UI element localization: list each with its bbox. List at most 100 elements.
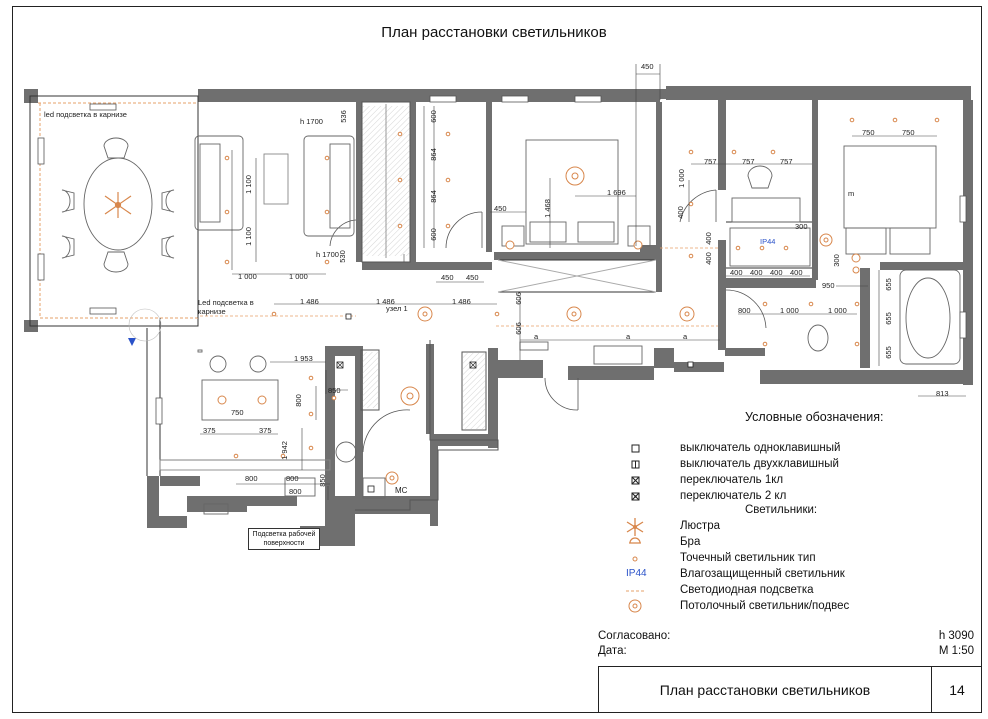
dim-606b: 606 — [513, 322, 523, 335]
ceiling-lights — [217, 166, 860, 485]
ceiling-light-legend-icon — [624, 598, 646, 614]
legend-heading: Условные обозначения: — [745, 410, 884, 424]
sheet-frame — [12, 6, 982, 713]
dim-a1: a — [534, 332, 539, 341]
dim-850a: 850 — [328, 386, 341, 395]
title-block-title: План расстановки светильников — [659, 682, 871, 698]
dim-400a: 400 — [675, 206, 685, 219]
dim-450c: 450 — [466, 273, 479, 282]
led-strip-legend-icon — [624, 584, 646, 598]
dim-a2: a — [626, 332, 631, 341]
dim-1486b: 1 486 — [376, 297, 395, 306]
height-label-b: h 1700 — [316, 250, 339, 259]
dim-1000d: 1 000 — [780, 306, 799, 315]
node-label: узел 1 — [386, 304, 408, 313]
toggle-2-icon — [624, 490, 646, 504]
legend-light-ceiling: Потолочный светильник/подвес — [680, 600, 850, 612]
dim-400f: 400 — [770, 268, 783, 277]
dim-655c: 655 — [883, 346, 893, 359]
hatched-zones — [362, 106, 485, 429]
dim-400d: 400 — [730, 268, 743, 277]
mc-label: МС — [395, 486, 408, 495]
north-marker-icon — [128, 338, 136, 346]
dim-606a: 606 — [513, 292, 523, 305]
dim-1100a: 1 100 — [243, 175, 253, 194]
dim-1000c: 1 000 — [676, 169, 686, 188]
dim-400b: 400 — [703, 232, 713, 245]
sconce-legend-icon — [624, 536, 646, 550]
dim-800b: 800 — [293, 394, 303, 407]
dim-1468: 1 468 — [542, 199, 552, 218]
dim-757c: 757 — [780, 157, 793, 166]
dim-375a: 375 — [203, 426, 216, 435]
dim-1696: 1 696 — [607, 188, 626, 197]
height-label-a: h 1700 — [300, 117, 323, 126]
dim-864a: 864 — [428, 148, 438, 161]
dim-1486a: 1 486 — [300, 297, 319, 306]
sheet-number: 14 — [949, 682, 965, 698]
legend-switch-3: переключатель 1кл — [680, 474, 784, 486]
legend-switch-2: выключатель двухклавишный — [680, 458, 839, 470]
dining-chairs — [61, 137, 175, 273]
switch-x-marks — [336, 361, 477, 369]
dim-1100b: 1 100 — [243, 227, 253, 246]
dim-1000a: 1 000 — [238, 272, 257, 281]
spotlight-legend-icon — [624, 552, 646, 566]
double-switch-icon — [624, 458, 646, 472]
dim-1942: 1 942 — [279, 441, 289, 460]
furniture — [61, 135, 961, 515]
dim-400g: 400 — [790, 268, 803, 277]
dim-800d: 800 — [286, 474, 299, 483]
legend-switch-4: переключатель 2 кл — [680, 490, 787, 502]
dim-300a: 300 — [795, 222, 808, 231]
walls — [24, 86, 973, 546]
dim-750c: 750 — [231, 408, 244, 417]
dim-800a: 800 — [738, 306, 751, 315]
legend-lights-heading: Светильники: — [745, 504, 818, 516]
ip44-plan-label: IP44 — [760, 237, 776, 246]
dim-400e: 400 — [750, 268, 763, 277]
dim-375b: 375 — [259, 426, 272, 435]
date-label: Дата: — [598, 645, 627, 657]
work-surface-label: Подсветка рабочей поверхности — [248, 528, 320, 550]
toggle-1-icon — [624, 474, 646, 488]
dim-800c: 800 — [245, 474, 258, 483]
dim-1000b: 1 000 — [289, 272, 308, 281]
dim-530: 530 — [337, 250, 347, 263]
page-title: План расстановки светильников — [381, 24, 607, 41]
chandelier-icon — [104, 192, 132, 218]
dim-600a: 600 — [428, 110, 438, 123]
ip44-legend-icon: IP44 — [626, 568, 647, 579]
dim-950: 950 — [822, 281, 835, 290]
dim-600b: 600 — [428, 228, 438, 241]
dim-1486c: 1 486 — [452, 297, 471, 306]
legend-light-chandelier: Люстра — [680, 520, 720, 532]
dim-450b: 450 — [441, 273, 454, 282]
legend-light-led: Светодиодная подсветка — [680, 584, 814, 596]
dim-400c: 400 — [703, 252, 713, 265]
drawing-scale: М 1:50 — [938, 645, 974, 657]
dimension-lines — [200, 64, 966, 500]
node-circle — [128, 308, 162, 342]
dim-850b: 850 — [317, 474, 327, 487]
dim-655b: 655 — [883, 312, 893, 325]
dim-450d: 450 — [494, 204, 507, 213]
dim-757b: 757 — [742, 157, 755, 166]
agreed-label: Согласовано: — [598, 630, 671, 642]
bed-m-label: m — [848, 189, 855, 198]
dim-1953: 1 953 — [294, 354, 313, 363]
dim-750b: 750 — [902, 128, 915, 137]
sconces — [505, 240, 861, 263]
legend-light-sconce: Бра — [680, 536, 701, 548]
dim-a3: a — [683, 332, 688, 341]
title-block-divider — [931, 667, 932, 712]
dim-1000e: 1 000 — [828, 306, 847, 315]
dim-864b: 864 — [428, 190, 438, 203]
led-cornice-label-2: Led подсветка в карнизе — [198, 298, 254, 316]
dim-450-top: 450 — [641, 62, 654, 71]
legend-switch-1: выключатель одноклавишный — [680, 442, 841, 454]
dim-800e: 800 — [289, 487, 302, 496]
legend-light-spot: Точечный светильник тип — [680, 552, 816, 564]
